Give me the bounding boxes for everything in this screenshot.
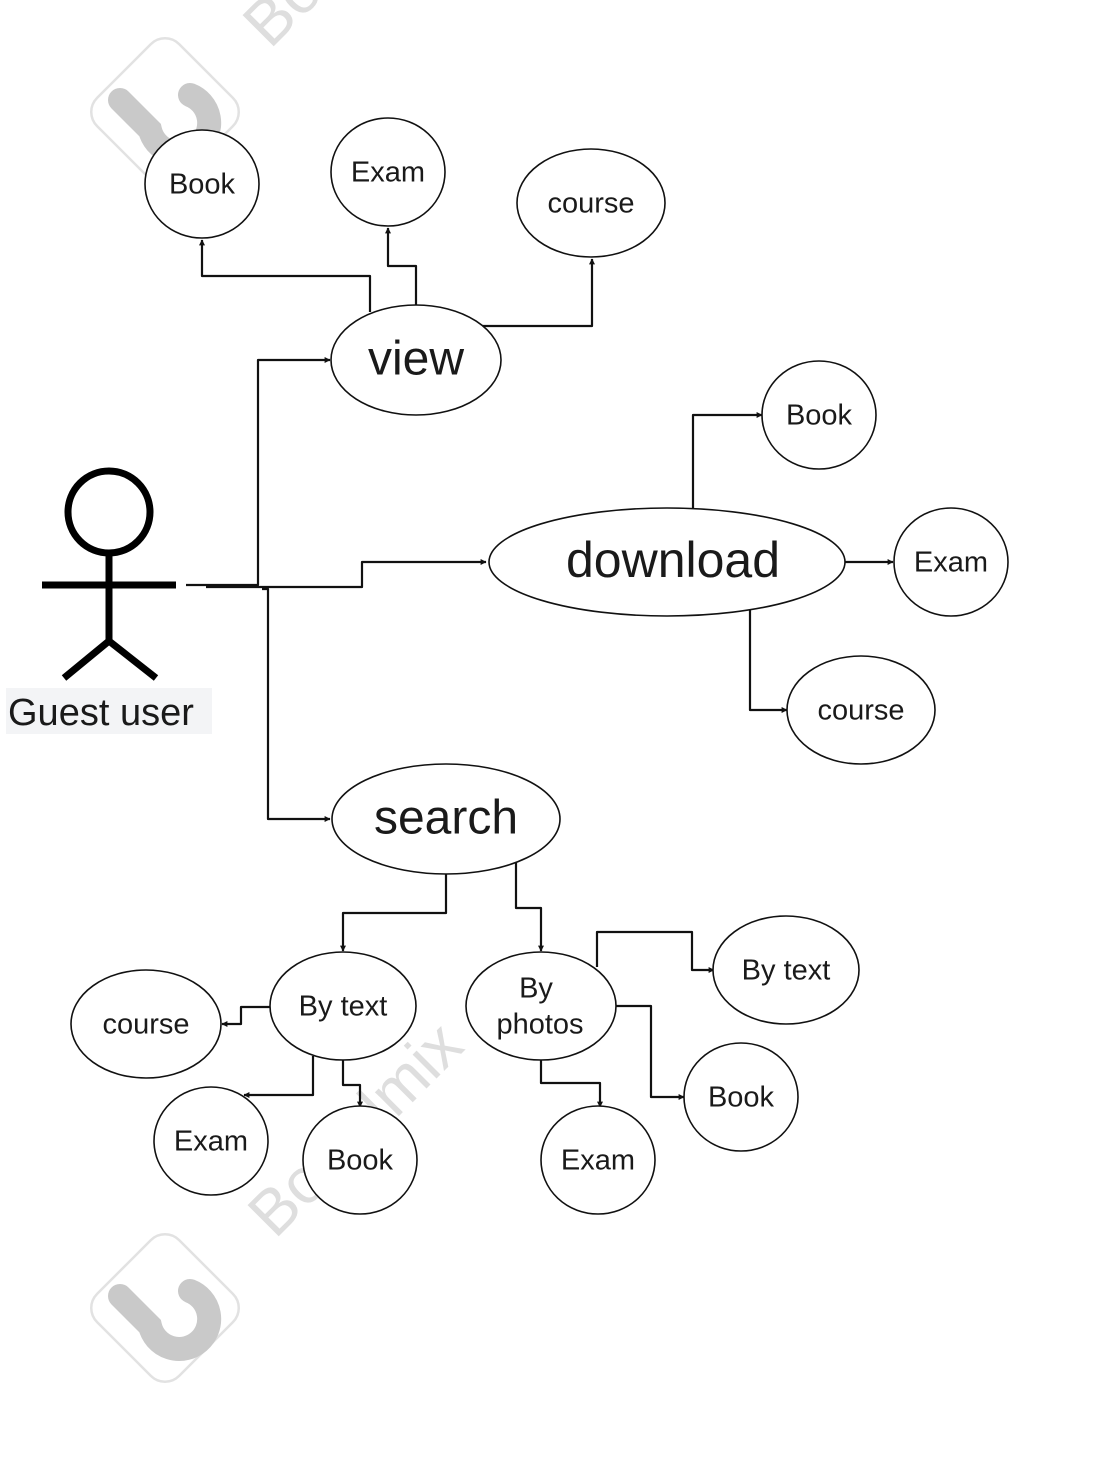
- search-by-photos-label-line2: photos: [496, 1009, 583, 1041]
- edge-actor-view: [186, 357, 331, 587]
- bytext-exam-label: Exam: [174, 1126, 248, 1158]
- search-by-text-label: By text: [299, 991, 388, 1023]
- byphotos-by-text[interactable]: By text: [712, 915, 860, 1025]
- guest-user-actor: Guest user: [6, 467, 212, 734]
- view-course-label: course: [547, 188, 634, 220]
- actor-label-background: [6, 688, 212, 734]
- edge-download-book: [691, 412, 763, 508]
- usecase-download-label: download: [566, 532, 780, 588]
- view-book-label: Book: [169, 169, 236, 201]
- edge-byphotos-exam: [539, 1060, 603, 1108]
- download-course[interactable]: course: [786, 655, 936, 765]
- edge-bytext-book: [341, 1060, 363, 1108]
- byphotos-book[interactable]: Book: [683, 1042, 799, 1152]
- view-book[interactable]: Book: [144, 129, 260, 239]
- watermark-text-top: Boardmix: [229, 0, 471, 60]
- download-exam-label: Exam: [914, 547, 988, 579]
- usecase-search-label: search: [374, 792, 518, 845]
- view-course[interactable]: course: [516, 148, 666, 258]
- edge-bytext-exam: [243, 1056, 315, 1098]
- bytext-book[interactable]: Book: [302, 1105, 418, 1215]
- edge-search-bytext: [340, 873, 448, 952]
- usecase-download[interactable]: download: [488, 507, 846, 617]
- actor-label: Guest user: [8, 692, 194, 734]
- download-course-label: course: [817, 695, 904, 727]
- edge-view-course: [482, 258, 595, 328]
- edge-download-course: [748, 610, 788, 713]
- view-exam[interactable]: Exam: [330, 117, 446, 227]
- bytext-course-label: course: [102, 1009, 189, 1041]
- edge-actor-download: [206, 559, 487, 589]
- actor-head-icon: [64, 467, 154, 557]
- byphotos-exam[interactable]: Exam: [540, 1105, 656, 1215]
- edge-search-byphotos: [514, 861, 544, 952]
- usecase-search[interactable]: search: [331, 763, 561, 875]
- usecase-view[interactable]: view: [330, 304, 502, 416]
- actor-right-leg: [106, 638, 159, 681]
- download-book[interactable]: Book: [761, 360, 877, 470]
- byphotos-by-text-label: By text: [742, 955, 831, 987]
- edge-bytext-course: [221, 1005, 271, 1027]
- boardmix-logo-icon-bottom: [90, 1233, 240, 1383]
- download-book-label: Book: [786, 400, 853, 432]
- edge-actor-search: [262, 587, 331, 822]
- bytext-exam[interactable]: Exam: [153, 1086, 269, 1196]
- boardmix-logo-mark-bottom: [108, 1279, 222, 1361]
- bytext-course[interactable]: course: [70, 969, 222, 1079]
- bytext-book-label: Book: [327, 1145, 394, 1177]
- byphotos-book-label: Book: [708, 1082, 775, 1114]
- actor-left-leg: [61, 638, 112, 681]
- download-exam[interactable]: Exam: [893, 507, 1009, 617]
- byphotos-exam-label: Exam: [561, 1145, 635, 1177]
- edge-view-book: [199, 239, 372, 312]
- edges: [186, 227, 894, 1108]
- usecase-view-label: view: [368, 333, 464, 386]
- search-by-text[interactable]: By text: [269, 951, 417, 1061]
- search-by-photos[interactable]: By photos: [465, 951, 617, 1061]
- search-by-photos-label-line1: By: [519, 973, 553, 1005]
- edge-byphotos-bytext: [595, 930, 715, 973]
- edge-byphotos-book: [615, 1004, 685, 1100]
- view-exam-label: Exam: [351, 157, 425, 189]
- edge-view-exam: [385, 227, 418, 305]
